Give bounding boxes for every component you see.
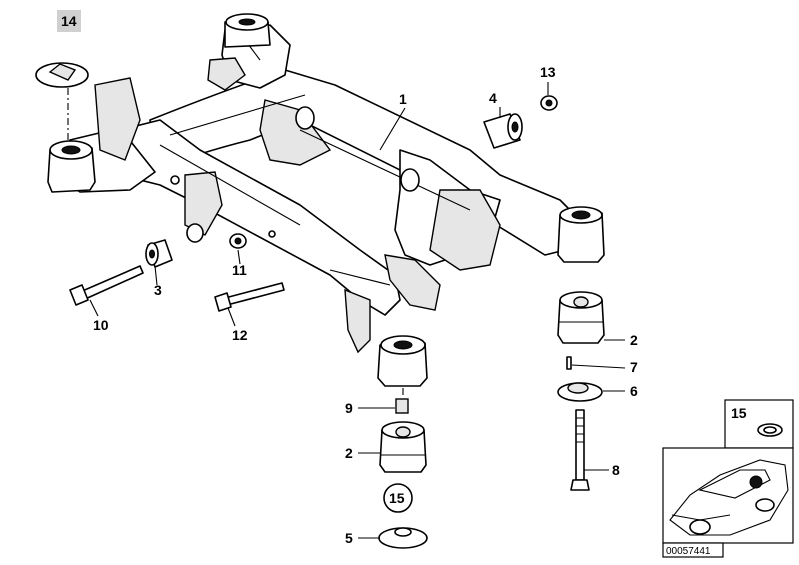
- label-2-rear: 2: [630, 332, 638, 348]
- diagram-id-box: [662, 542, 724, 558]
- label-2-front: 2: [345, 445, 353, 461]
- label-14: 14: [61, 13, 77, 29]
- leader-lines: [89, 82, 626, 539]
- bolt-12: [214, 282, 285, 312]
- label-1: 1: [399, 91, 407, 107]
- label-4: 4: [489, 90, 497, 106]
- pin-7: [566, 356, 572, 370]
- label-7: 7: [630, 359, 638, 375]
- location-marker: [749, 475, 763, 489]
- nut-13: [540, 95, 558, 111]
- label-15-inset: 15: [731, 405, 747, 421]
- label-13: 13: [540, 64, 556, 80]
- bushing-3: [145, 239, 173, 268]
- label-8: 8: [612, 462, 620, 478]
- label-14-highlight: [57, 10, 81, 32]
- label-9: 9: [345, 400, 353, 416]
- label-10: 10: [93, 317, 109, 333]
- inset-vehicle: [662, 447, 794, 544]
- rear-axle-carrier: [47, 13, 605, 387]
- label-3: 3: [154, 282, 162, 298]
- label-5: 5: [345, 530, 353, 546]
- bolt-8: [570, 409, 590, 491]
- diagram-id: 00057441: [666, 546, 711, 557]
- rubber-mount-2-rear: [557, 291, 605, 344]
- nut-11: [229, 233, 247, 249]
- disc-5: [378, 527, 428, 549]
- part-15-circle: [383, 483, 413, 513]
- bolt-10: [69, 265, 144, 306]
- rubber-mounting-4: [483, 113, 523, 149]
- washer-6: [557, 382, 603, 402]
- label-15-circle: 15: [389, 490, 405, 506]
- label-11: 11: [232, 262, 247, 278]
- label-12: 12: [232, 327, 248, 343]
- inset-part-15: 15: [724, 399, 794, 449]
- label-6: 6: [630, 383, 638, 399]
- rubber-mount-2-front: [379, 421, 427, 473]
- sleeve-9: [395, 398, 409, 414]
- stop-plate: [35, 62, 89, 88]
